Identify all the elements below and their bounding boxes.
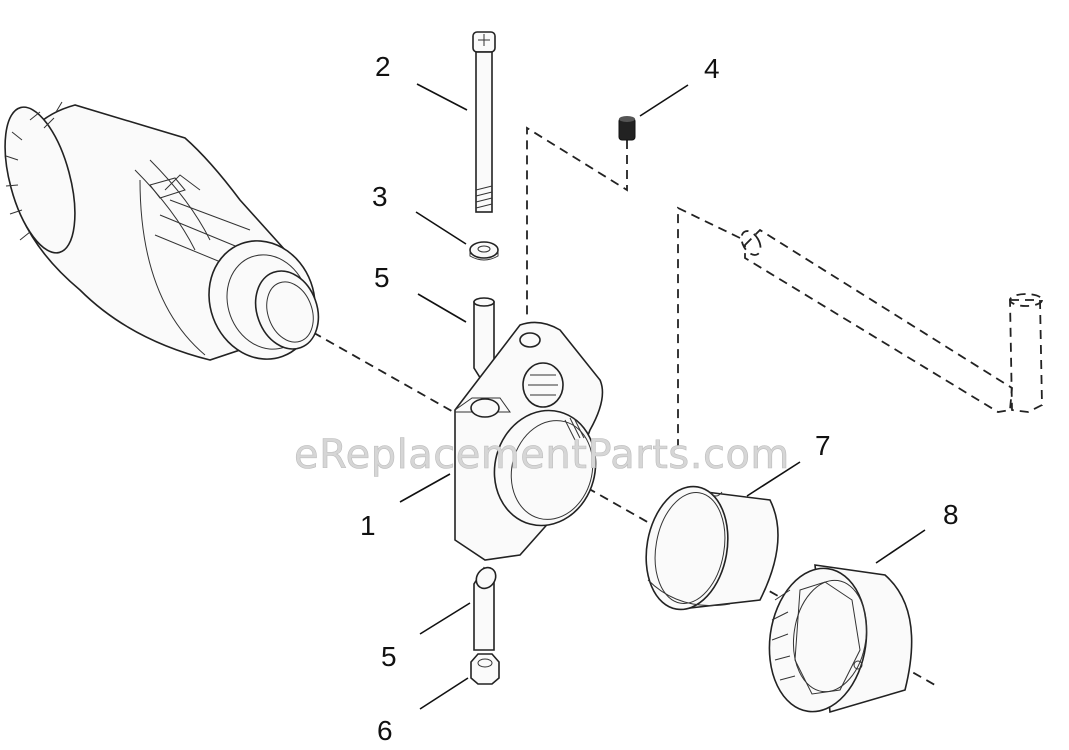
- callout-3: 3: [372, 181, 388, 212]
- watermark-text: eReplacementParts.com: [294, 432, 790, 478]
- set-screw: [618, 116, 636, 141]
- callout-1: 1: [360, 510, 376, 541]
- leader-6: [419, 677, 469, 710]
- callout-4: 4: [704, 53, 720, 84]
- leader-7: [746, 461, 801, 497]
- handle-dashed-path: [677, 206, 741, 448]
- crank-handle: [740, 228, 1043, 413]
- callout-8: 8: [943, 499, 959, 530]
- set-screw-dashed-path: [526, 126, 628, 320]
- knurled-nut: [768, 564, 913, 714]
- callout-6: 6: [377, 715, 393, 746]
- leader-4: [639, 84, 689, 117]
- callout-5-top: 5: [374, 262, 390, 293]
- washer: [469, 241, 499, 261]
- callout-2: 2: [375, 51, 391, 82]
- drill-body: [4, 101, 320, 361]
- bushing-ring: [645, 485, 779, 611]
- pin-bottom: [473, 566, 497, 651]
- leader-3: [415, 211, 467, 245]
- callout-5-bottom: 5: [381, 641, 397, 672]
- hex-nut: [470, 653, 500, 685]
- leader-5-bottom: [419, 602, 471, 635]
- housing: [454, 321, 604, 561]
- leader-8: [875, 529, 926, 564]
- leader-1: [399, 473, 451, 503]
- cap-screw: [472, 31, 496, 213]
- callout-7: 7: [815, 430, 831, 461]
- leader-5-top: [417, 293, 467, 323]
- leader-2: [416, 83, 468, 111]
